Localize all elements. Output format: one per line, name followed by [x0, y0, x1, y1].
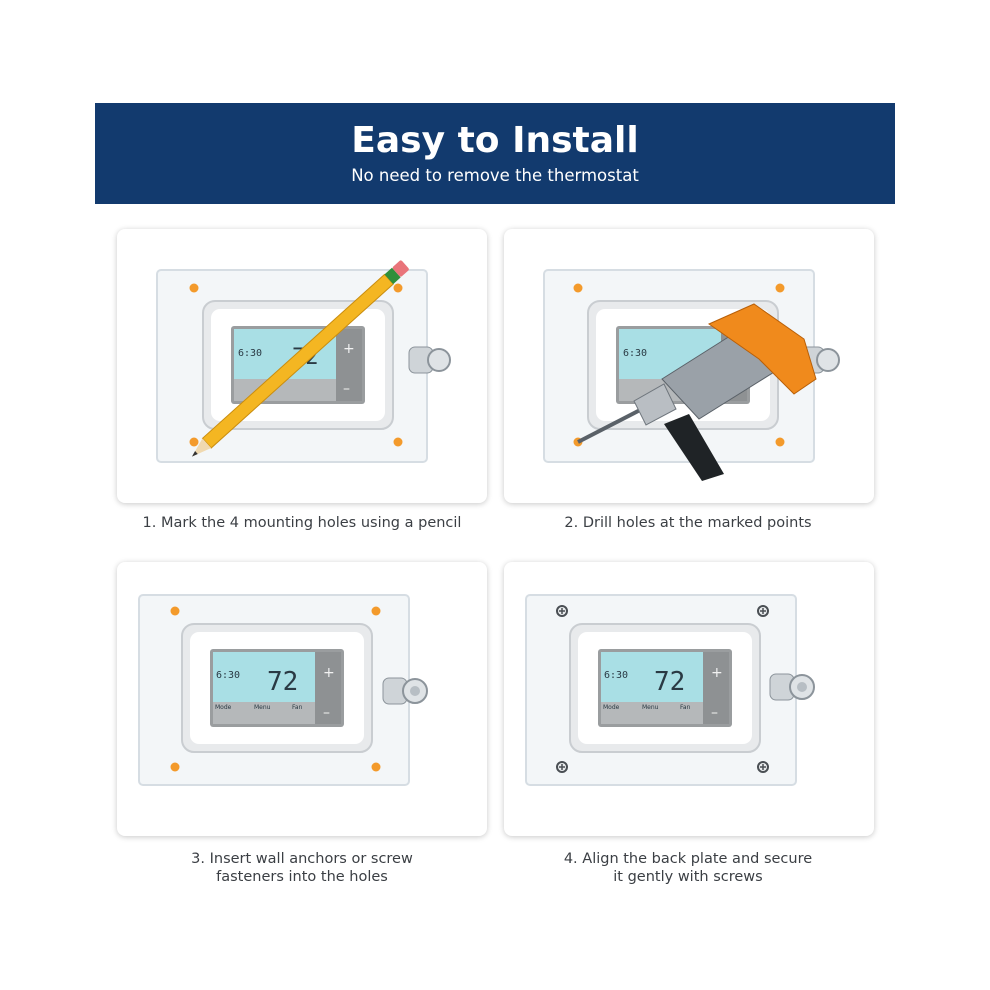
hole-mark — [775, 283, 785, 293]
banner-title: Easy to Install — [351, 120, 639, 161]
plus-key: + — [323, 665, 335, 681]
hole-mark — [371, 606, 381, 616]
softkey-fan: Fan — [292, 704, 303, 711]
plus-key: + — [711, 665, 723, 681]
caption-line: 3. Insert wall anchors or screw — [191, 851, 413, 867]
hole-mark — [371, 762, 381, 772]
step-4-caption: 4. Align the back plate and secure it ge… — [478, 850, 898, 886]
lcd-temp: 72 — [267, 667, 298, 697]
step-4-card: 6:30 72 Mode Menu Fan + – — [504, 562, 874, 836]
minus-key: – — [711, 705, 718, 721]
softkey-mode: Mode — [603, 704, 620, 711]
hole-mark — [393, 283, 403, 293]
minus-key: – — [343, 381, 350, 397]
hole-mark — [189, 283, 199, 293]
step-3-card: 6:30 72 Mode Menu Fan + – — [117, 562, 487, 836]
hole-mark — [573, 283, 583, 293]
softkey-menu: Menu — [254, 704, 271, 711]
step-1-card: 6:30 72 + – — [117, 229, 487, 503]
softkey-fan: Fan — [680, 704, 691, 711]
step-3-caption: 3. Insert wall anchors or screw fastener… — [92, 850, 512, 886]
lcd-time: 6:30 — [623, 348, 647, 359]
screw-icon — [556, 761, 568, 773]
lcd-time: 6:30 — [216, 670, 240, 681]
anchor-icon — [382, 677, 428, 705]
step-2-caption: 2. Drill holes at the marked points — [478, 514, 898, 532]
plus-key: + — [343, 341, 355, 357]
hole-mark — [189, 437, 199, 447]
lcd-time: 6:30 — [238, 348, 262, 359]
caption-line: 4. Align the back plate and secure — [563, 851, 813, 867]
lcd-time: 6:30 — [604, 670, 628, 681]
screw-icon — [757, 605, 769, 617]
hole-mark — [393, 437, 403, 447]
softkey-menu: Menu — [642, 704, 659, 711]
caption-line: 2. Drill holes at the marked points — [564, 515, 812, 531]
banner-subtitle: No need to remove the thermostat — [351, 166, 639, 185]
title-banner: Easy to Install No need to remove the th… — [95, 103, 895, 204]
pencil-icon — [191, 260, 409, 457]
caption-line: fasteners into the holes — [216, 869, 388, 885]
lock-cylinder — [769, 673, 815, 701]
hole-mark — [775, 437, 785, 447]
hole-mark — [170, 606, 180, 616]
screw-icon — [556, 605, 568, 617]
screw-icon — [757, 761, 769, 773]
lock-cylinder — [408, 346, 451, 374]
minus-key: – — [323, 705, 330, 721]
lcd-temp: 72 — [654, 667, 685, 697]
hole-mark — [170, 762, 180, 772]
drill-icon — [577, 303, 817, 481]
softkey-mode: Mode — [215, 704, 232, 711]
step-1-caption: 1. Mark the 4 mounting holes using a pen… — [92, 514, 512, 532]
caption-line: 1. Mark the 4 mounting holes using a pen… — [142, 515, 462, 531]
step-2-card: 6:30 — [504, 229, 874, 503]
caption-line: it gently with screws — [613, 869, 763, 885]
